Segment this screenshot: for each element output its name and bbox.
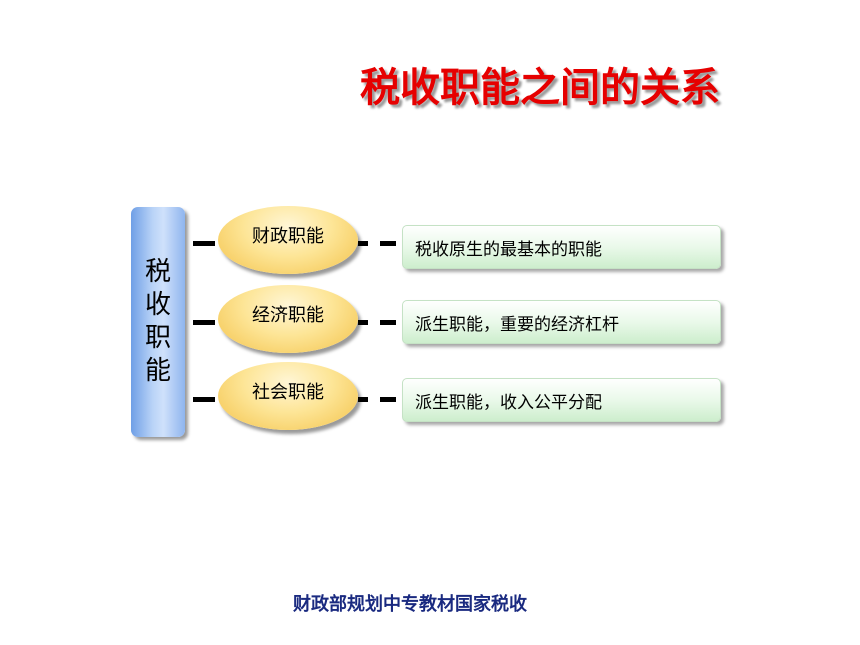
root-node-box: 税收职能 xyxy=(131,207,185,437)
connector-root-to-fiscal xyxy=(193,241,215,246)
description-box-fiscal: 税收原生的最基本的职能 xyxy=(402,225,721,269)
connector-root-to-social xyxy=(193,397,215,402)
description-box-economic: 派生职能，重要的经济杠杆 xyxy=(402,300,721,344)
function-node-economic: 经济职能 xyxy=(218,285,358,353)
description-social-label: 派生职能，收入公平分配 xyxy=(415,392,602,413)
slide-title: 税收职能之间的关系 xyxy=(360,65,720,111)
connector-economic-dash-b xyxy=(380,320,396,325)
connector-fiscal-dash-a xyxy=(358,241,368,246)
connector-social-dash-b xyxy=(380,397,396,402)
connector-economic-dash-a xyxy=(358,320,368,325)
function-node-economic-label: 经济职能 xyxy=(252,305,324,326)
function-node-fiscal: 财政职能 xyxy=(218,206,358,274)
connector-social-dash-a xyxy=(358,397,368,402)
connector-fiscal-dash-b xyxy=(380,241,396,246)
function-node-social-label: 社会职能 xyxy=(252,382,324,403)
root-node-label: 税收职能 xyxy=(144,257,171,386)
footer-text: 财政部规划中专教材国家税收 xyxy=(293,594,527,615)
description-fiscal-label: 税收原生的最基本的职能 xyxy=(415,239,602,260)
function-node-social: 社会职能 xyxy=(218,362,358,430)
function-node-fiscal-label: 财政职能 xyxy=(252,226,324,247)
connector-root-to-economic xyxy=(193,320,215,325)
description-box-social: 派生职能，收入公平分配 xyxy=(402,378,721,422)
description-economic-label: 派生职能，重要的经济杠杆 xyxy=(415,314,619,335)
